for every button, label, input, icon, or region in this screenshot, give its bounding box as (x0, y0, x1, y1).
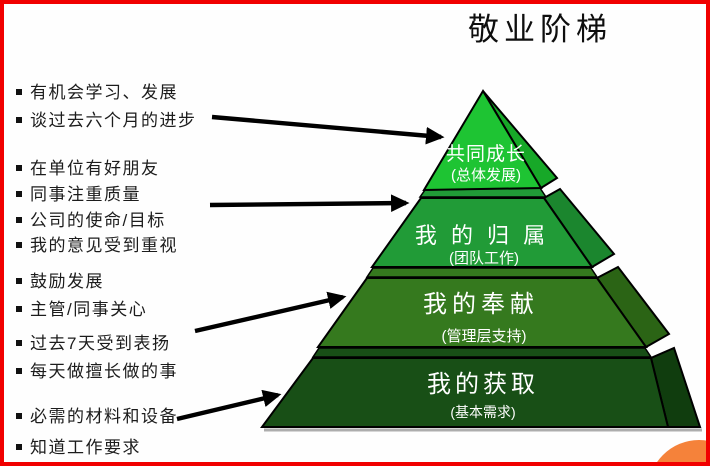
bullet-item: 在单位有好朋友 (16, 159, 160, 178)
bullet-square-icon (16, 165, 22, 172)
bullet-text: 同事注重质量 (30, 185, 141, 204)
bullet-text: 过去7天受到表扬 (30, 334, 171, 353)
bullet-text: 谈过去六个月的进步 (30, 111, 197, 130)
slide-title: 敬业阶梯 (468, 12, 612, 47)
bullet-text: 鼓励发展 (30, 272, 104, 291)
pyramid-level-4-rim (311, 347, 653, 358)
bullet-item: 谈过去六个月的进步 (16, 111, 197, 130)
bullet-square-icon (16, 217, 22, 224)
bullet-text: 必需的材料和设备 (30, 407, 178, 426)
bullet-square-icon (16, 242, 22, 249)
bullet-square-icon (16, 444, 22, 451)
bullet-square-icon (16, 368, 22, 375)
bullet-text: 在单位有好朋友 (30, 159, 160, 178)
bullet-square-icon (16, 306, 22, 313)
arrow-level-1 (211, 114, 445, 145)
bullet-item: 必需的材料和设备 (16, 407, 178, 426)
arrow-level-3 (194, 291, 347, 334)
bullet-text: 每天做擅长做的事 (30, 362, 178, 381)
bullet-text: 公司的使命/目标 (30, 211, 166, 230)
arrow-level-4 (176, 389, 282, 422)
bullet-item: 每天做擅长做的事 (16, 362, 178, 381)
arrow-level-2 (209, 194, 410, 212)
bullet-item: 有机会学习、发展 (16, 83, 178, 102)
level-4-label: 我的获取 (427, 371, 539, 398)
pyramid-level-1-front (422, 89, 543, 192)
level-1-sublabel: (总体发展) (451, 167, 521, 184)
bullet-square-icon (16, 278, 22, 285)
bullet-item: 鼓励发展 (16, 272, 104, 291)
pyramid-level-4-front (260, 357, 670, 428)
bullet-item: 同事注重质量 (16, 185, 141, 204)
level-2-sublabel: (团队工作) (449, 250, 519, 267)
level-3-label: 我的奉献 (423, 291, 539, 318)
bullet-text: 主管/同事关心 (30, 300, 148, 319)
bullet-square-icon (16, 413, 22, 420)
bullet-text: 有机会学习、发展 (30, 83, 178, 102)
bullet-item: 公司的使命/目标 (16, 211, 166, 230)
pyramid-level-3-front (316, 277, 648, 348)
level-2-label: 我 的 归 属 (415, 223, 549, 248)
bullet-square-icon (16, 191, 22, 198)
bullet-square-icon (16, 340, 22, 347)
callout-arrows (176, 114, 445, 422)
pyramid-level-2-front (370, 197, 594, 268)
pyramid-level-3-rim (365, 267, 599, 278)
bullet-text: 我的意见受到重视 (30, 236, 178, 255)
bullet-square-icon (16, 89, 22, 96)
bullet-item: 主管/同事关心 (16, 300, 147, 319)
level-4-sublabel: (基本需求) (450, 404, 515, 420)
corner-circle-decoration (654, 440, 710, 466)
bullet-item: 我的意见受到重视 (16, 236, 178, 255)
bullet-text: 知道工作要求 (30, 438, 141, 457)
bullet-square-icon (16, 117, 22, 124)
level-1-label: 共同成长 (446, 143, 526, 165)
level-3-sublabel: (管理层支持) (442, 328, 527, 345)
bullet-item: 知道工作要求 (16, 438, 141, 457)
bullet-item: 过去7天受到表扬 (16, 334, 170, 353)
